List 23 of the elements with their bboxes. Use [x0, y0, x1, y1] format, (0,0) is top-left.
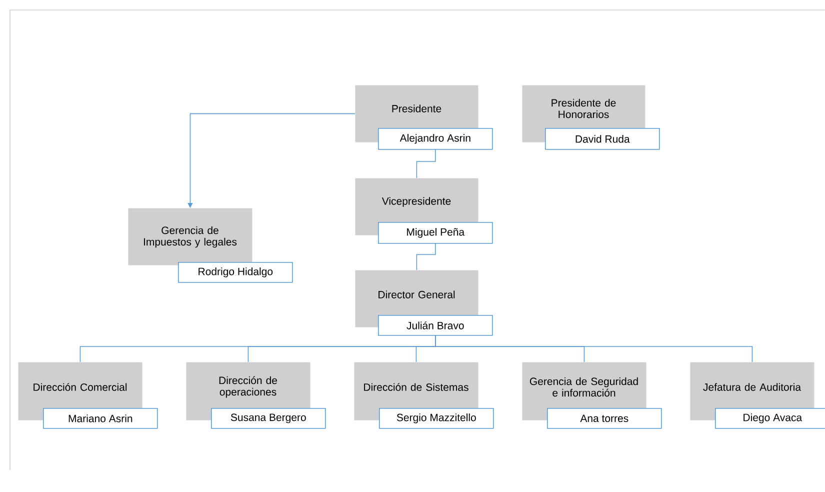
role-title: Jefatura de Auditoria: [703, 383, 801, 391]
name-box: Mariano Asrin: [43, 408, 158, 429]
name-box: Rodrigo Hidalgo: [178, 262, 293, 283]
connector: [435, 334, 753, 362]
name-box: Ana torres: [547, 408, 662, 429]
role-title: Dirección de Sistemas: [364, 383, 468, 391]
role-title: Gerencia de Seguridad e información: [530, 377, 638, 397]
connector: [416, 148, 436, 178]
role-title: Dirección Comercial: [34, 383, 127, 391]
name-box: Alejandro Asrin: [378, 128, 493, 150]
role-title: Vicepresidente: [382, 197, 451, 207]
name-box: Susana Bergero: [211, 408, 326, 429]
name-box: David Ruda: [545, 128, 660, 150]
role-title: Dirección de operaciones: [219, 376, 277, 398]
role-title: Director General: [378, 290, 455, 298]
role-title: Presidente: [392, 104, 442, 112]
role-title: Presidente de Honorarios: [552, 98, 616, 118]
role-title: Gerencia de Impuestos y legales: [144, 226, 237, 248]
name-box: Sergio Mazzitello: [379, 408, 494, 429]
name-box: Julián Bravo: [378, 315, 493, 336]
name-box: Miguel Peña: [378, 222, 493, 244]
name-box: Diego Avaca: [715, 408, 825, 429]
connector: [416, 242, 436, 270]
